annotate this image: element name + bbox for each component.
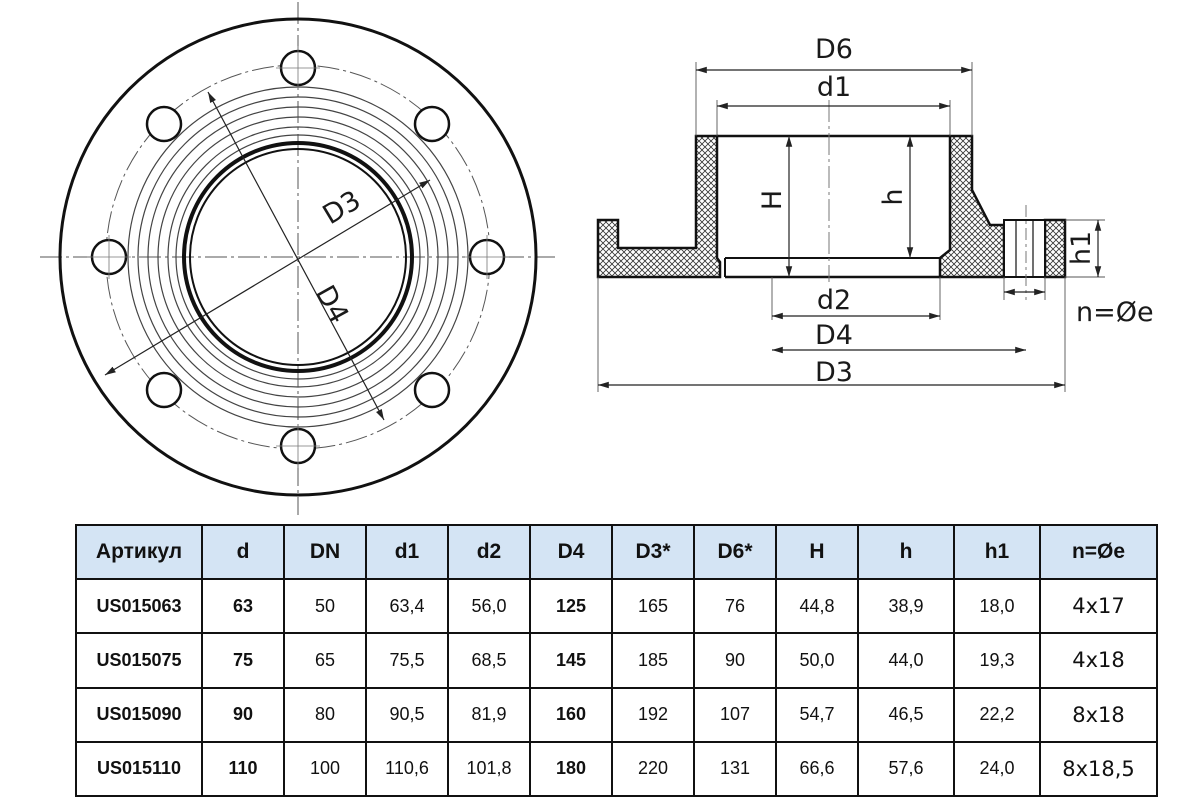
cell-d6: 90 — [693, 632, 777, 689]
cell-d4: 145 — [529, 632, 613, 689]
cell-dn: 50 — [283, 577, 367, 635]
cell-holes: 8x18,5 — [1039, 740, 1158, 798]
d2-label: d2 — [817, 285, 851, 316]
h1-label: h1 — [1066, 231, 1097, 265]
header-h1: h1 — [953, 524, 1041, 580]
cell-d6: 131 — [693, 740, 777, 798]
header-dn: DN — [283, 524, 367, 580]
cell-h: 38,9 — [857, 577, 955, 635]
header-d2: d2 — [447, 524, 531, 580]
header-holes: n=Øe — [1039, 524, 1158, 580]
d4-dimension-line — [207, 91, 385, 421]
cell-d6: 76 — [693, 577, 777, 635]
cell-d2: 68,5 — [447, 632, 531, 689]
d6-label: D6 — [815, 34, 853, 65]
cell-h1: 19,3 — [953, 632, 1041, 689]
bolt-hole — [413, 371, 451, 409]
cell-article: US015063 — [75, 577, 203, 635]
d3-label: D3 — [318, 185, 367, 231]
cell-d1: 90,5 — [365, 686, 449, 743]
header-d: d — [201, 524, 285, 580]
right-flange-section — [938, 134, 1006, 279]
d4-section-label: D4 — [815, 320, 853, 351]
cell-h: 57,6 — [857, 740, 955, 798]
dimension-table: Артикул d DN d1 d2 D4 D3* D6* H h h1 n=Ø… — [75, 524, 1158, 798]
header-d1: d1 — [365, 524, 449, 580]
cell-d: 110 — [201, 740, 285, 798]
cell-d1: 63,4 — [365, 577, 449, 635]
table-header-row: Артикул d DN d1 d2 D4 D3* D6* H h h1 n=Ø… — [75, 524, 1158, 580]
cell-h: 44,0 — [857, 632, 955, 689]
cell-h: 46,5 — [857, 686, 955, 743]
cell-H: 66,6 — [775, 740, 859, 798]
header-article: Артикул — [75, 524, 203, 580]
bolt-hole — [145, 105, 183, 143]
cell-article: US015110 — [75, 740, 203, 798]
header-d6: D6* — [693, 524, 777, 580]
header-d4: D4 — [529, 524, 613, 580]
cell-h1: 24,0 — [953, 740, 1041, 798]
cell-holes: 8x18 — [1039, 686, 1158, 743]
d1-label: d1 — [817, 72, 851, 103]
cell-H: 50,0 — [775, 632, 859, 689]
bolt-hole — [145, 371, 183, 409]
header-H: H — [775, 524, 859, 580]
H-label: H — [757, 190, 788, 210]
cell-d: 63 — [201, 577, 285, 635]
bolt-hole — [413, 105, 451, 143]
cell-d4: 125 — [529, 577, 613, 635]
flange-end-section — [1043, 218, 1067, 279]
technical-drawing: D3 D4 — [40, 2, 1154, 515]
cell-H: 44,8 — [775, 577, 859, 635]
cell-d4: 160 — [529, 686, 613, 743]
bolt-hole-section — [1003, 219, 1046, 278]
cell-holes: 4x18 — [1039, 632, 1158, 689]
cell-dn: 100 — [283, 740, 367, 798]
cell-d1: 110,6 — [365, 740, 449, 798]
header-h: h — [857, 524, 955, 580]
cell-d3: 192 — [611, 686, 695, 743]
holes-label: n=Øe — [1076, 297, 1154, 328]
cell-d3: 185 — [611, 632, 695, 689]
cell-d6: 107 — [693, 686, 777, 743]
cell-h1: 18,0 — [953, 577, 1041, 635]
cell-d2: 56,0 — [447, 577, 531, 635]
flange-outer-edge — [58, 17, 538, 497]
cell-d1: 75,5 — [365, 632, 449, 689]
left-flange-section — [596, 134, 722, 279]
cell-d: 75 — [201, 632, 285, 689]
cell-d4: 180 — [529, 740, 613, 798]
cell-dn: 80 — [283, 686, 367, 743]
cell-d2: 101,8 — [447, 740, 531, 798]
cell-d2: 81,9 — [447, 686, 531, 743]
cell-d: 90 — [201, 686, 285, 743]
front-view: D3 D4 — [40, 2, 555, 515]
cell-holes: 4x17 — [1039, 577, 1158, 635]
d4-label: D4 — [309, 280, 355, 328]
table-row: US015090 90 80 90,5 81,9 160 192 107 54,… — [75, 686, 1158, 743]
header-d3: D3* — [611, 524, 695, 580]
d3-section-label: D3 — [815, 357, 853, 388]
table-row: US015063 63 50 63,4 56,0 125 165 76 44,8… — [75, 577, 1158, 635]
cell-d3: 220 — [611, 740, 695, 798]
cell-H: 54,7 — [775, 686, 859, 743]
section-view: D6 d1 H h h1 d2 D4 D3 n=Øe — [596, 34, 1154, 392]
cell-d3: 165 — [611, 577, 695, 635]
cell-article: US015075 — [75, 632, 203, 689]
h-label: h — [878, 188, 909, 205]
cell-dn: 65 — [283, 632, 367, 689]
cell-h1: 22,2 — [953, 686, 1041, 743]
cell-article: US015090 — [75, 686, 203, 743]
table-row: US015110 110 100 110,6 101,8 180 220 131… — [75, 740, 1158, 798]
table-row: US015075 75 65 75,5 68,5 145 185 90 50,0… — [75, 632, 1158, 689]
